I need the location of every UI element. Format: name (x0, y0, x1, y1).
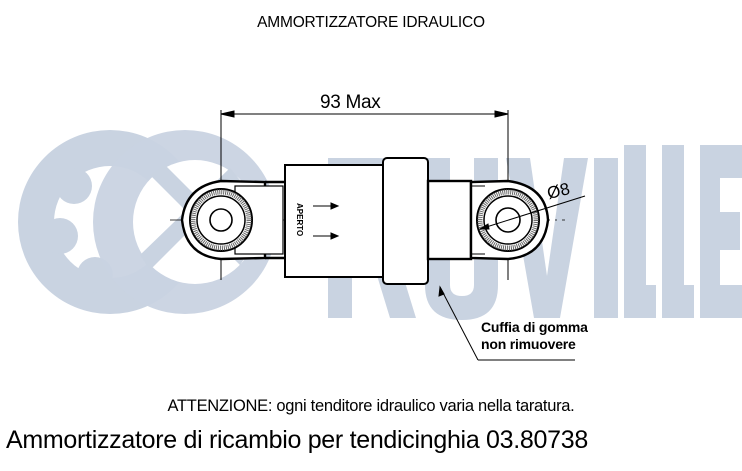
callout-line-2: non rimuovere (481, 336, 576, 352)
right-eyelet (469, 179, 586, 261)
callout-leader (438, 285, 575, 361)
warning-note: ATTENZIONE: ogni tenditore idraulico var… (0, 397, 742, 416)
direction-arrows (313, 202, 340, 240)
callout-note: Cuffia di gomma non rimuovere (481, 319, 588, 353)
warning-prefix: ATTENZIONE: (167, 397, 273, 415)
left-eyelet (180, 179, 290, 261)
aperto-marking: APERTO (295, 203, 304, 237)
damper-body (284, 157, 473, 285)
drawing-title: AMMORTIZZATORE IDRAULICO (257, 14, 485, 31)
callout-line-1: Cuffia di gomma (481, 319, 588, 335)
warning-text: ogni tenditore idraulico varia nella tar… (272, 397, 575, 415)
dimension-label: 93 Max (320, 92, 381, 113)
product-caption: Ammortizzatore di ricambio per tendicing… (6, 426, 588, 454)
